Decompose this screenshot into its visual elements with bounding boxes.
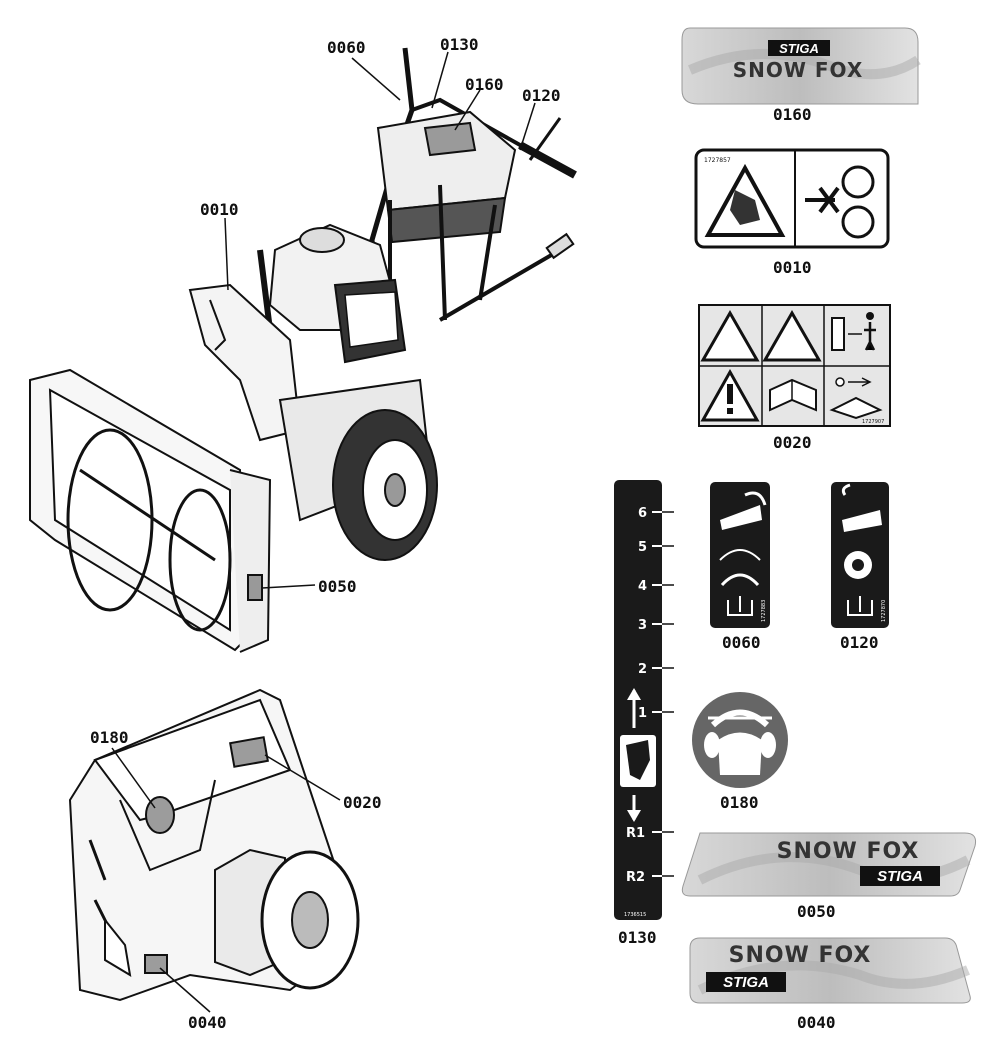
decal-0050: SNOW FOX STIGA [681, 832, 976, 897]
speed-mark-1: 1 [638, 706, 647, 721]
callout-0040: 0040 [188, 1013, 227, 1032]
leader-lines-housing [111, 747, 341, 1013]
decal-0050-partno: 0050 [797, 902, 836, 921]
decal-0060-code: 1727883 [761, 600, 767, 622]
decal-0020-code: 1727907 [862, 419, 884, 425]
decal-0060-partno: 0060 [722, 633, 761, 652]
speed-mark-4: 4 [638, 579, 647, 594]
callout-0180: 0180 [90, 728, 129, 747]
decal-0020: 1727907 [698, 304, 891, 427]
speed-mark-3: 3 [638, 618, 647, 633]
decal-0010-code: 1727857 [704, 157, 731, 164]
callout-0050: 0050 [318, 577, 357, 596]
decal-0040-partno: 0040 [797, 1013, 836, 1032]
callout-0120: 0120 [522, 86, 561, 105]
decal-0050-product: SNOW FOX [777, 839, 920, 864]
speed-mark-5: 5 [638, 540, 647, 555]
decal-0010: 1727857 [694, 148, 890, 249]
decal-0130-partno: 0130 [618, 928, 657, 947]
decal-0130-code: 1736515 [624, 912, 646, 918]
decal-0040: SNOW FOX STIGA [689, 937, 971, 1004]
speed-mark-6: 6 [638, 506, 647, 521]
decal-0160: STIGA SNOW FOX [681, 27, 921, 105]
decal-0120-code: 1727870 [881, 600, 887, 622]
decal-0060: 1727883 [710, 482, 770, 628]
decal-0120: 1727870 [831, 482, 889, 628]
decal-0180 [692, 692, 788, 788]
decal-0040-brand: STIGA [723, 974, 769, 991]
housing-detail-illustration [68, 688, 360, 1002]
decal-0160-brand: STIGA [779, 41, 819, 56]
decal-0040-product: SNOW FOX [729, 943, 872, 968]
decal-0020-partno: 0020 [773, 433, 812, 452]
leader-lines-main [224, 51, 536, 589]
snowblower-illustration [29, 47, 577, 653]
speed-mark-r1: R1 [626, 826, 645, 841]
decal-0020-location [229, 736, 269, 768]
callout-0130: 0130 [440, 35, 479, 54]
decal-0120-partno: 0120 [840, 633, 879, 652]
decal-0160-location [423, 121, 477, 157]
speed-mark-r2: R2 [626, 870, 645, 885]
decal-0160-partno: 0160 [773, 105, 812, 124]
decal-0050-brand: STIGA [877, 868, 923, 885]
decal-0010-partno: 0010 [773, 258, 812, 277]
callout-0010: 0010 [200, 200, 239, 219]
decal-0180-partno: 0180 [720, 793, 759, 812]
callout-0020: 0020 [343, 793, 382, 812]
decal-0160-product: SNOW FOX [733, 58, 864, 82]
callout-0160: 0160 [465, 75, 504, 94]
decal-0050-location [247, 574, 263, 601]
callout-labels: 0060 0130 0160 0120 0010 0050 0180 0020 … [90, 35, 879, 1032]
callout-0060: 0060 [327, 38, 366, 57]
speed-mark-2: 2 [638, 662, 647, 677]
